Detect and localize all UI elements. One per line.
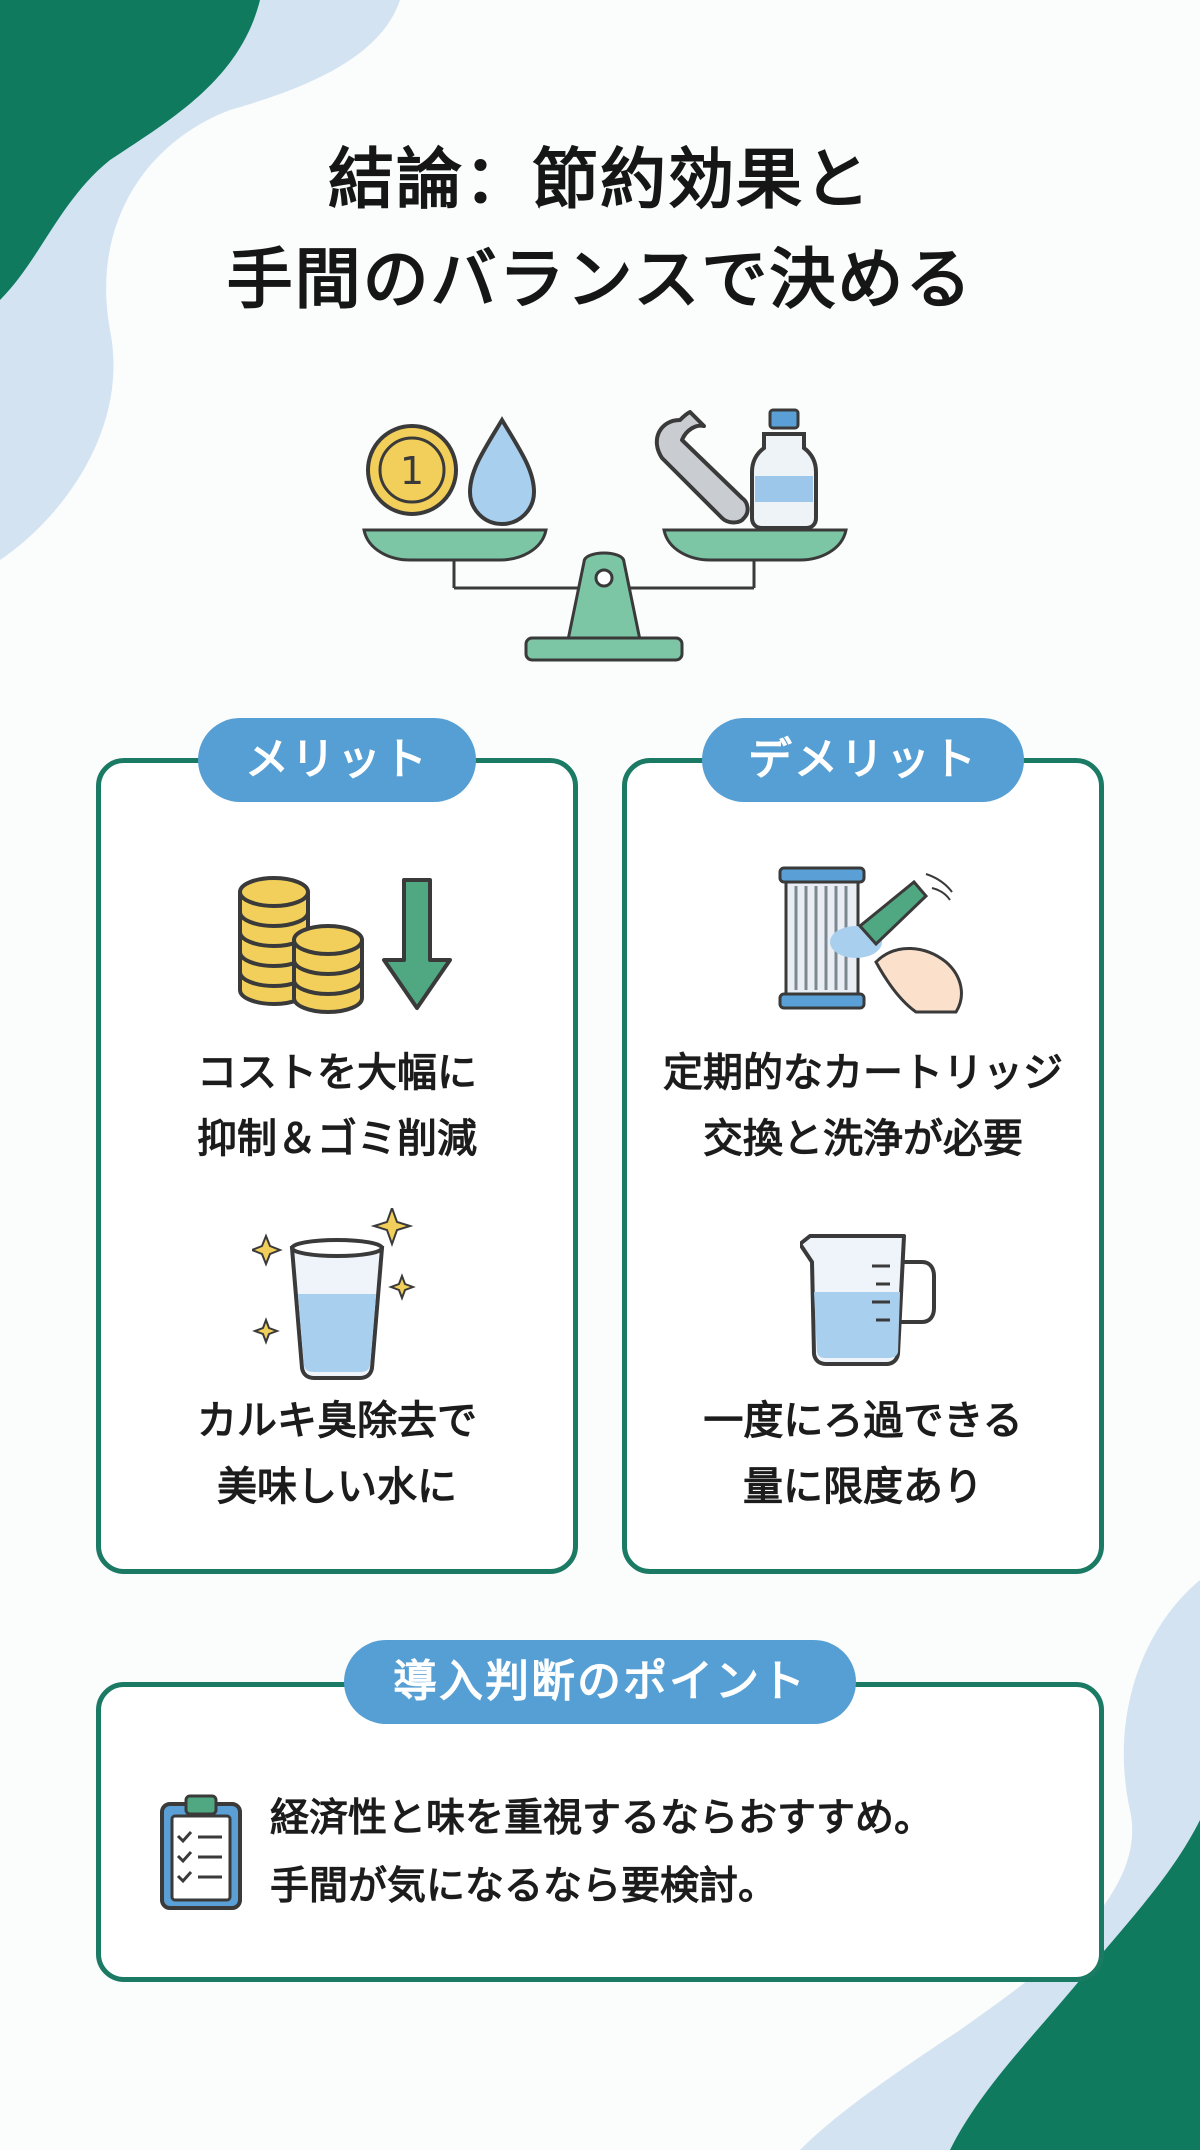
bottom-right-decoration <box>800 1580 1200 2150</box>
demerit-item-1-line-1: 定期的なカートリッジ <box>663 1050 1063 1096</box>
decision-text: 経済性と味を重視するならおすすめ。 手間が気になるなら要検討。 <box>270 1785 1030 1921</box>
measuring-pitcher-icon <box>800 1234 936 1366</box>
decision-line-1: 経済性と味を重視するならおすすめ。 <box>270 1796 934 1841</box>
demerit-card <box>622 758 1104 1574</box>
top-left-decoration <box>0 0 400 560</box>
coin-icon: 1 <box>366 424 458 516</box>
merit-label: メリット <box>198 718 476 802</box>
merit-item-2-line-1: カルキ臭除去で <box>197 1398 477 1444</box>
water-drop-icon <box>467 416 537 526</box>
merit-item-2-text: カルキ臭除去で 美味しい水に <box>100 1388 574 1520</box>
demerit-item-1-line-2: 交換と洗浄が必要 <box>703 1116 1023 1162</box>
decision-line-2: 手間が気になるなら要検討。 <box>270 1864 778 1909</box>
merit-item-1-line-2: 抑制＆ゴミ削減 <box>197 1116 477 1162</box>
demerit-label: デメリット <box>702 718 1024 802</box>
balance-scale-icon: 1 <box>362 408 848 662</box>
title-line-1: 結論：節約効果と <box>328 141 872 218</box>
merit-item-1-text: コストを大幅に 抑制＆ゴミ削減 <box>100 1040 574 1172</box>
demerit-item-2-text: 一度にろ過できる 量に限度あり <box>626 1388 1100 1520</box>
demerit-item-2-line-1: 一度にろ過できる <box>703 1398 1023 1444</box>
demerit-item-2-line-2: 量に限度あり <box>743 1464 983 1510</box>
page-title: 結論：節約効果と 手間のバランスで決める <box>0 130 1200 330</box>
decision-label: 導入判断のポイント <box>344 1640 856 1724</box>
wrench-icon <box>654 410 750 525</box>
water-glass-sparkle-icon <box>252 1208 416 1380</box>
merit-card <box>96 758 578 1574</box>
merit-item-2-line-2: 美味しい水に <box>217 1464 457 1510</box>
decision-card <box>96 1682 1104 1982</box>
bottle-icon <box>750 408 818 530</box>
coin-symbol: 1 <box>400 449 424 493</box>
merit-item-1-line-1: コストを大幅に <box>197 1050 477 1096</box>
coins-down-arrow-icon <box>238 876 452 1014</box>
title-line-2: 手間のバランスで決める <box>226 241 974 318</box>
demerit-item-1-text: 定期的なカートリッジ 交換と洗浄が必要 <box>626 1040 1100 1172</box>
clipboard-checklist-icon <box>160 1794 242 1910</box>
cartridge-cleaning-icon <box>778 866 963 1014</box>
